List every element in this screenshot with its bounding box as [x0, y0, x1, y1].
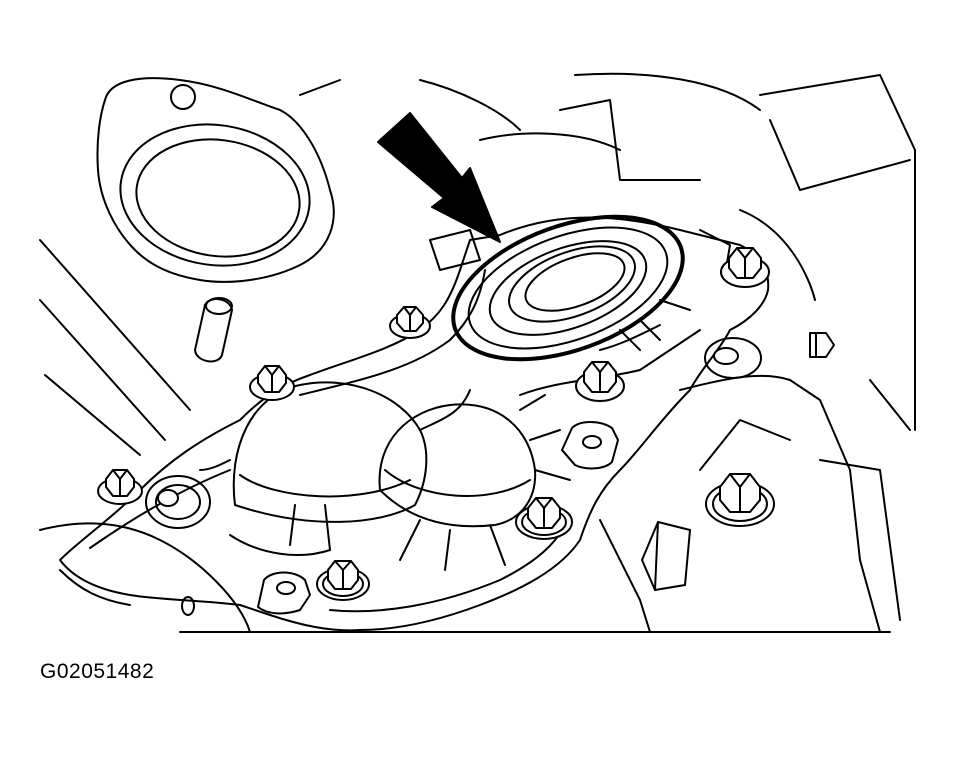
cover-ribs: [229, 299, 691, 571]
mounting-tabs: [257, 421, 691, 615]
cover-bolts: [97, 247, 835, 601]
bolt: [705, 473, 775, 527]
bolt: [249, 365, 295, 401]
bolt: [316, 560, 370, 601]
figure-id-label: G02051482: [40, 660, 155, 683]
arrow-icon: [377, 112, 501, 243]
bolt: [575, 361, 625, 402]
bolt: [389, 306, 431, 339]
oil-seal: [451, 214, 685, 362]
bolt: [720, 247, 770, 288]
cover-domes: [199, 381, 537, 528]
water-outlet-flange: [96, 77, 335, 363]
bolt: [809, 332, 835, 358]
bolt: [515, 497, 573, 540]
cover-bosses: [145, 337, 762, 616]
engine-block-outlines: [39, 72, 916, 633]
bolt: [97, 469, 143, 505]
